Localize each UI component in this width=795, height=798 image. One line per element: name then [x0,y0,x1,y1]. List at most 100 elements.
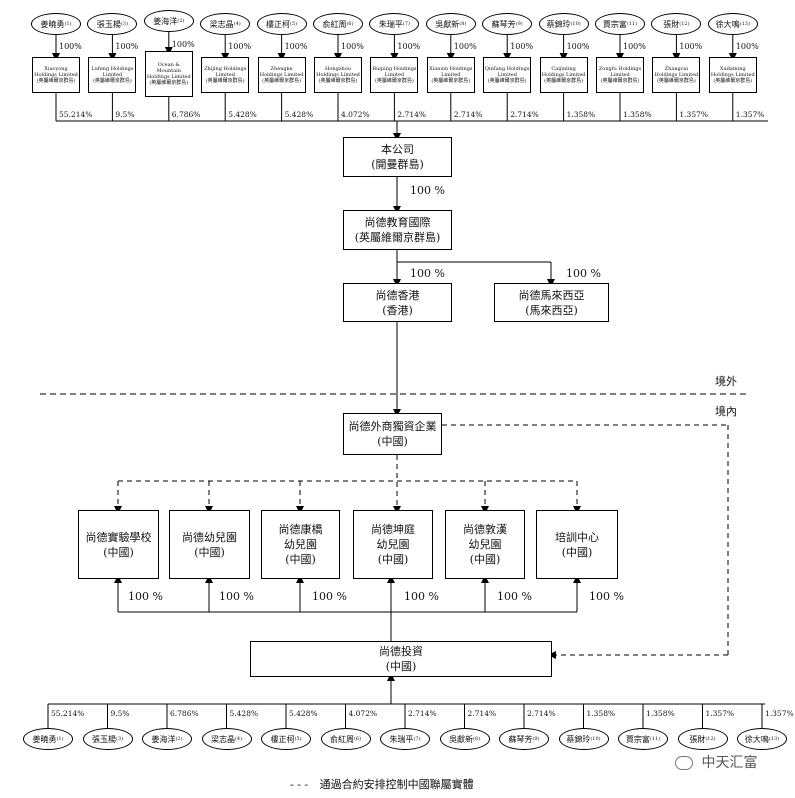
holding-company-name: Xianxin Holdings Limited [429,66,473,78]
shareholder-name: 蘇琴芳 [508,734,533,744]
wfoe-box: 尚德外商獨資企業 (中國) [343,413,442,455]
shareholder-pct: 6.786% [170,709,199,718]
holding-pct: 100% [566,42,590,51]
shareholder-ellipse: 蔡錦玲(10) [538,13,589,35]
watermark: 中天汇富 [675,752,757,772]
shareholder-pct: 5.428% [284,110,314,119]
shareholder-ellipse: 朱瑞平(7) [380,728,430,750]
company-name: 本公司 [381,143,414,156]
holding-company-jurisdiction: (英屬維爾京群島) [92,78,132,84]
shareholder-note: (11) [649,736,661,742]
shareholder-ellipse: 張玉楊(3) [87,13,138,35]
shareholder-pct: 9.5% [115,110,135,119]
shareholder-pct: 1.357% [705,709,735,718]
my-name: 尚德馬來西亞 [518,288,585,302]
shareholder-ellipse: 姜海洋(2) [143,10,194,32]
shareholder-pct: 5.428% [229,709,259,718]
holding-company-name: Xudaming Holdings Limited [710,66,755,78]
shareholder-ellipse: 姜曉勇(1) [23,728,73,750]
hk-jurisdiction: (香港) [382,303,413,317]
holding-company-name: Zhangcai Holdings Limited [654,66,699,78]
shareholder-name: 梁志晶 [209,19,234,29]
school-jurisdiction: (中國) [194,545,225,559]
shareholder-pct: 2.714% [408,709,437,718]
holding-company-box: Ocean & Mountain Holdings Limited(英屬維爾京群… [144,51,193,97]
shareholder-name: 朱瑞平 [389,734,414,744]
shareholder-pct: 9.5% [110,709,130,718]
holding-company-jurisdiction: (英屬維爾京群島) [205,78,245,84]
holding-company-jurisdiction: (英屬維爾京群島) [600,78,640,84]
onshore-label: 境內 [715,405,737,418]
hk-name: 尚德香港 [375,288,420,302]
shareholder-note: (3) [120,21,128,27]
school-name: 尚德康橋 [278,523,323,536]
shareholder-pct: 1.358% [566,110,596,119]
holding-company-box: Zhangcai Holdings Limited(英屬維爾京群島) [652,57,701,93]
holding-company-box: Ruiping Holdings Limited(英屬維爾京群島) [370,57,419,93]
shareholder-pct: 2.714% [510,110,539,119]
shareholder-note: (13) [739,21,750,27]
investment-name: 尚德投資 [379,645,423,658]
my-box: 尚德馬來西亞 (馬來西亞) [494,283,609,322]
shareholder-note: (4) [234,736,243,742]
holding-company-name: Lufeng Holdings Limited [91,66,134,78]
shareholder-name: 張財 [663,19,680,29]
holding-company-name: Zhijing Holdings Limited [204,66,247,78]
offshore-label: 境外 [715,375,737,388]
holding-company-name: Xiaoyong Holdings Limited [34,66,78,78]
shareholder-ellipse: 梁志晶(4) [201,728,252,750]
shareholder-pct: 1.357% [679,110,708,119]
shareholder-note: (13) [768,736,780,742]
holding-company-jurisdiction: (英屬維爾京群島) [262,78,302,84]
shareholder-pct: 1.357% [735,110,765,119]
holding-pct: 100% [59,42,82,51]
shareholder-pct: 5.428% [228,110,257,119]
shareholder-ellipse: 吳獻新(8) [439,728,490,750]
school-box-dunhan: 尚德敦漢 幼兒園 (中國) [445,510,525,579]
shareholder-ellipse: 樓正柯(5) [261,728,311,750]
shareholder-pct: 6.786% [171,110,201,119]
shareholder-name: 張玉楊 [91,734,116,744]
dashed-line-legend-icon: - - - [290,778,309,791]
school-box-kindergarten: 尚德幼兒園 (中國) [169,510,250,579]
school-pct: 100 % [219,590,254,603]
shareholder-ellipse: 徐大鳴(13) [737,728,787,750]
school-pct: 100 % [128,590,163,603]
shareholder-pct: 1.358% [623,110,652,119]
shareholder-name: 賈宗富 [602,19,627,29]
shareholder-name: 樓正柯 [266,19,291,29]
school-pct: 100 % [497,590,532,603]
shareholder-ellipse: 張財(12) [677,728,728,750]
shareholder-name: 吳獻新 [448,734,473,744]
school-type: 幼兒園 [284,538,317,551]
wfoe-jurisdiction: (中國) [377,435,408,448]
company-box: 本公司 (開曼群島) [343,137,452,177]
shareholder-note: (12) [679,21,690,27]
shareholder-note: (5) [290,21,298,27]
shareholder-pct: 1.357% [765,709,794,718]
school-name: 尚德敦漢 [463,523,507,536]
shareholder-note: (8) [472,736,481,742]
holding-company-jurisdiction: (英屬維爾京群島) [544,78,584,84]
holding-company-box: Zhengke Holdings Limited(英屬維爾京群島) [257,57,306,93]
shareholder-note: (11) [626,21,638,27]
school-box-kangqiao: 尚德康橋 幼兒園 (中國) [261,510,340,579]
holding-company-jurisdiction: (英屬維爾京群島) [431,78,471,84]
school-name: 培訓中心 [555,530,599,544]
company-to-intl-pct: 100 % [410,184,445,197]
holding-pct: 100% [453,42,477,51]
shareholder-name: 徐大鳴 [744,734,769,744]
wfoe-name: 尚德外商獨資企業 [348,420,437,433]
hk-box: 尚德香港 (香港) [343,283,452,322]
school-name: 尚德實驗學校 [85,530,152,544]
school-pct: 100 % [312,590,347,603]
intl-name: 尚德教育國際 [364,216,431,229]
holding-pct: 100% [510,42,534,51]
shareholder-note: (5) [294,736,302,742]
shareholder-ellipse: 賈宗富(11) [595,13,645,35]
holding-company-name: Ruiping Holdings Limited [372,66,417,78]
shareholder-note: (3) [115,736,124,742]
shareholder-ellipse: 徐大鳴(13) [707,13,758,35]
shareholder-note: (10) [570,21,581,27]
